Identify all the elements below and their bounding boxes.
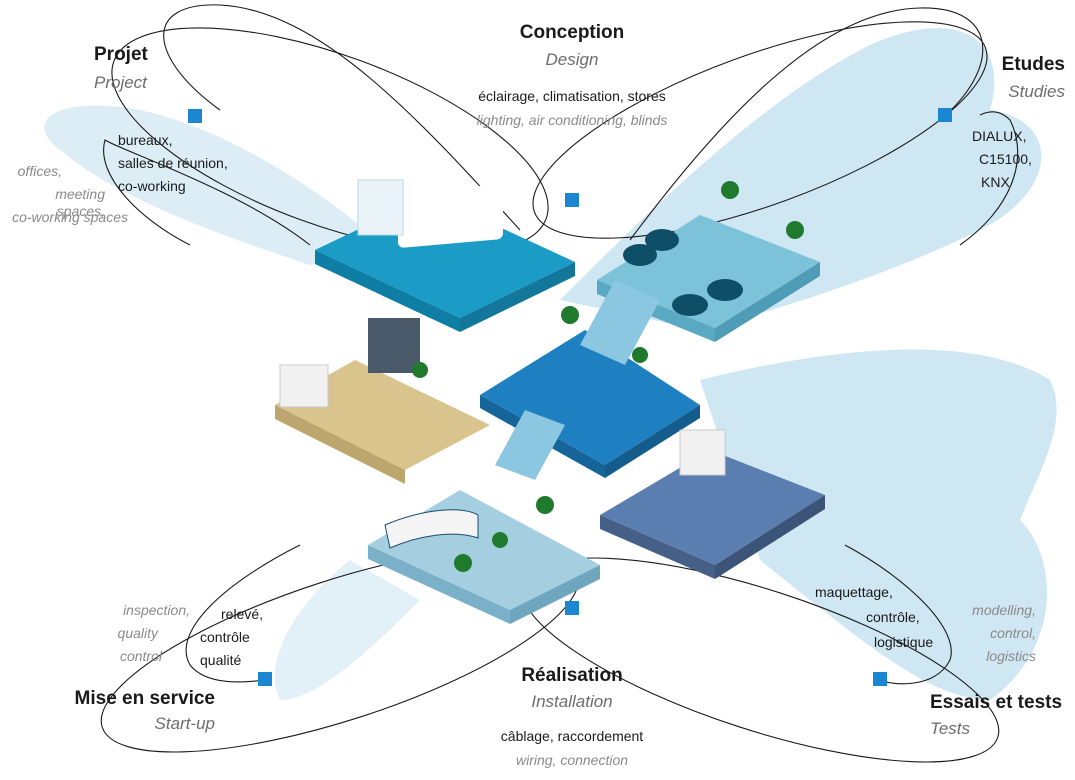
- etudes-subtitle: Studies: [1008, 82, 1065, 101]
- floor-central-hub: [480, 330, 700, 465]
- mise-detail-2: contrôle: [200, 629, 250, 645]
- phase-nodes: [188, 108, 952, 686]
- escalator-bottom: [495, 410, 565, 480]
- etudes-detail-3: KNX: [981, 174, 1010, 190]
- conception-subtitle: Design: [545, 50, 599, 69]
- mise-detail-en-2: quality: [117, 625, 158, 641]
- conception-title: Conception: [519, 22, 625, 43]
- orbit-top-tall-2: [629, 7, 984, 241]
- essais-detail-en-1: modelling,: [972, 602, 1036, 618]
- orbit-left-inner: [103, 139, 311, 246]
- realisation-subtitle: Installation: [531, 692, 613, 711]
- essais-detail-en-3: logistics: [986, 648, 1036, 664]
- projet-detail-3: co-working: [118, 178, 186, 194]
- orbit-right-inner: [959, 111, 1019, 246]
- projet-detail-en-3: co-working spaces: [12, 209, 128, 225]
- escalator-top: [580, 280, 660, 365]
- projet-detail-en-2: meeting spaces,: [55, 186, 105, 219]
- node-etudes: [938, 108, 952, 122]
- mise-detail-1: relevé,: [221, 606, 264, 622]
- floor-workstations: [600, 450, 825, 565]
- etudes-detail-1: DIALUX,: [972, 128, 1027, 144]
- orbit-top-tall: [163, 4, 521, 231]
- etudes-detail-2: C15100,: [979, 151, 1032, 167]
- wing-bottom-right: [700, 349, 1057, 700]
- orbit-top-left: [111, 27, 549, 253]
- etudes-title: Etudes: [1001, 54, 1065, 75]
- projet-detail-en-1: offices,: [17, 163, 62, 179]
- node-projet: [188, 109, 202, 123]
- projet-subtitle: Project: [94, 73, 147, 92]
- mise-detail-en-3: control: [119, 648, 162, 664]
- essais-detail-3: logistique: [874, 634, 934, 650]
- projet-detail-1: bureaux,: [118, 132, 173, 148]
- conception-detail-en: lighting, air conditioning, blinds: [476, 112, 668, 128]
- essais-detail-2: contrôle,: [866, 609, 920, 625]
- node-essais: [873, 672, 887, 686]
- essais-title: Essais et tests: [930, 692, 1063, 713]
- orbit-loops: [100, 4, 1019, 763]
- orbit-top-right: [532, 21, 988, 239]
- realisation-detail: câblage, raccordement: [500, 728, 644, 744]
- realisation-title: Réalisation: [521, 665, 623, 686]
- mise-detail-3: qualité: [200, 652, 242, 668]
- realisation-detail-en: wiring, connection: [515, 752, 629, 768]
- orbit-mid-bottom-right: [844, 544, 952, 685]
- conception-detail: éclairage, climatisation, stores: [478, 88, 666, 104]
- projet-title: Projet: [94, 44, 148, 65]
- node-realisation: [565, 601, 579, 615]
- projet-detail-2: salles de réunion,: [118, 155, 228, 171]
- essais-detail-1: maquettage,: [815, 584, 893, 600]
- mise-detail-en-1: inspection,: [123, 602, 190, 618]
- floor-office-sand: [275, 360, 490, 470]
- orbit-mid-bottom: [185, 544, 301, 683]
- essais-detail-en-2: control,: [990, 625, 1036, 641]
- essais-subtitle: Tests: [930, 719, 971, 738]
- node-mise-en-service: [258, 672, 272, 686]
- mise-en-service-subtitle: Start-up: [154, 714, 215, 733]
- node-conception: [565, 193, 579, 207]
- isometric-building: [275, 179, 825, 624]
- wing-top-left: [44, 105, 391, 265]
- mise-en-service-title: Mise en service: [74, 688, 215, 709]
- wing-bottom-left: [274, 560, 420, 700]
